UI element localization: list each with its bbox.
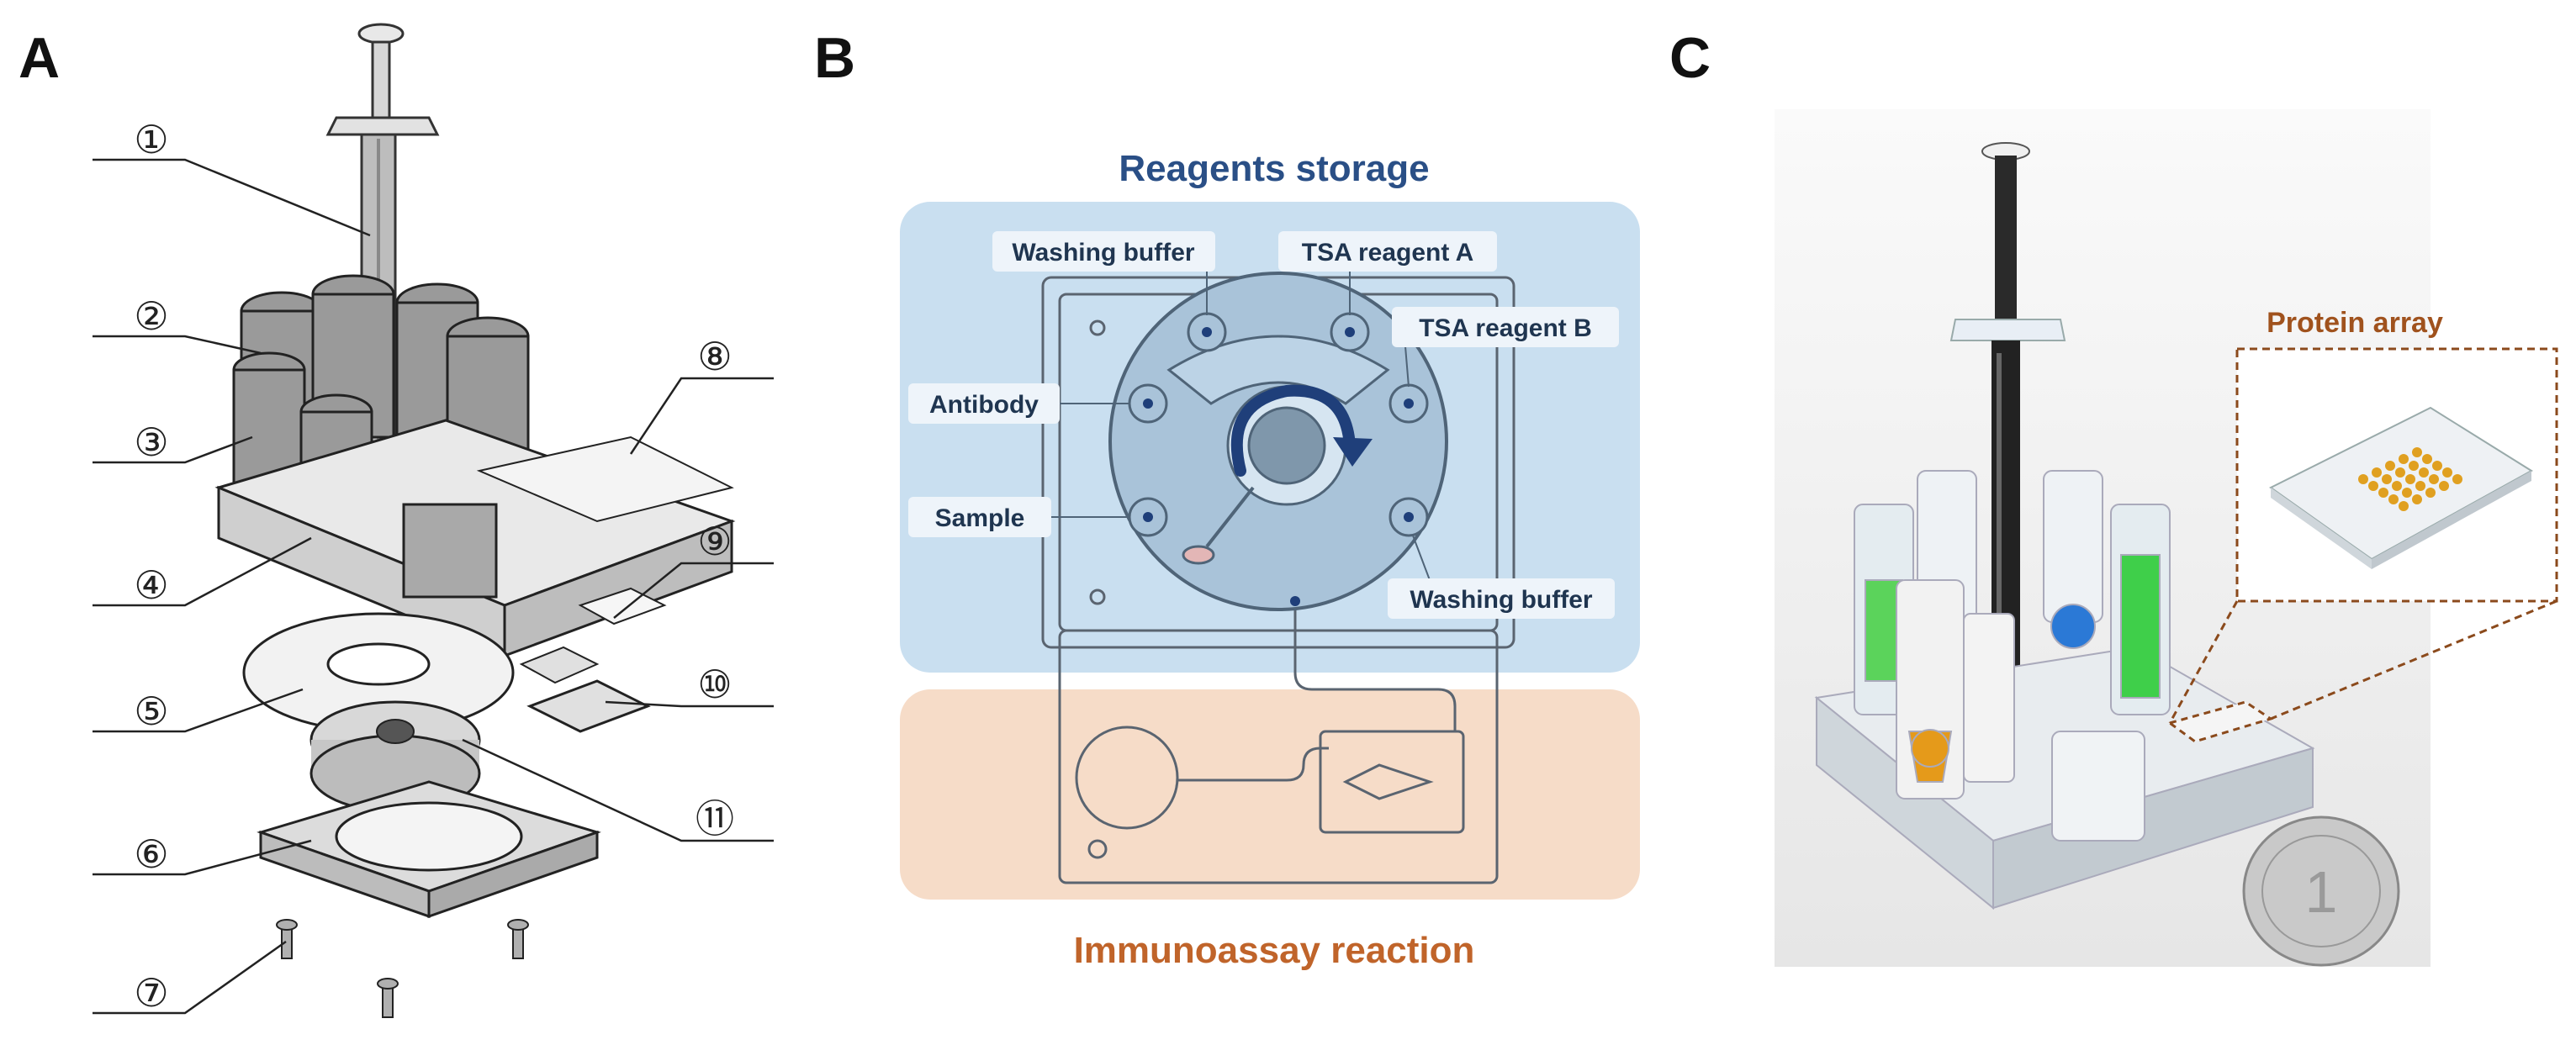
device-photo: 1 Protein array bbox=[1775, 109, 2558, 967]
immunoassay-reaction-region bbox=[900, 689, 1640, 900]
screws bbox=[276, 919, 529, 1018]
panel-letter-c: C bbox=[1669, 26, 1711, 90]
label-washing-buffer-bottom-text: Washing buffer bbox=[1410, 586, 1593, 614]
callout-3: ③ bbox=[134, 420, 168, 464]
callout-6: ⑥ bbox=[134, 832, 168, 876]
exploded-view-drawing: ① ② ③ ④ ⑤ ⑥ ⑦ ⑧ ⑨ ⑩ ⑪ bbox=[93, 23, 774, 1018]
callout-2: ② bbox=[134, 294, 168, 338]
callout-4: ④ bbox=[134, 563, 168, 607]
label-antibody-text: Antibody bbox=[929, 391, 1039, 419]
callout-11: ⑪ bbox=[696, 797, 734, 841]
callout-leader-lines bbox=[93, 158, 774, 1015]
callout-1: ① bbox=[134, 118, 168, 161]
reagents-storage-title: Reagents storage bbox=[1119, 148, 1429, 189]
label-sample-text: Sample bbox=[935, 504, 1025, 532]
inset-connector-top bbox=[2168, 600, 2239, 724]
label-washing-buffer-top-text: Washing buffer bbox=[1012, 239, 1195, 267]
label-tsa-b-text: TSA reagent B bbox=[1419, 314, 1592, 342]
rotation-arrowhead-icon bbox=[1333, 437, 1373, 467]
base-plate bbox=[257, 780, 601, 919]
slide-piece-b bbox=[526, 679, 651, 733]
label-tsa-a-text: TSA reagent A bbox=[1302, 239, 1473, 267]
photo-syringe bbox=[1949, 142, 2066, 736]
chip-schematic: Reagents storage bbox=[900, 148, 1640, 971]
rotation-arrow-icon bbox=[1230, 384, 1356, 477]
rotary-valve-disc bbox=[1108, 272, 1448, 611]
callout-10: ⑩ bbox=[697, 662, 732, 706]
slide-piece-c bbox=[578, 587, 667, 625]
photo-coin: 1 bbox=[2242, 815, 2400, 967]
gasket-disc bbox=[242, 612, 515, 733]
label-antibody: Antibody bbox=[908, 383, 1060, 424]
chip-hole-top bbox=[1089, 319, 1106, 336]
callout-8: ⑧ bbox=[697, 335, 732, 378]
panel-letter-b: B bbox=[814, 26, 856, 90]
callout-9: ⑨ bbox=[697, 520, 732, 563]
chip-hole-lower bbox=[1087, 839, 1108, 859]
slide-piece-a bbox=[519, 646, 600, 684]
callout-7: ⑦ bbox=[134, 971, 168, 1015]
label-tsa-a: TSA reagent A bbox=[1278, 231, 1497, 272]
photo-tubes bbox=[1854, 470, 2171, 842]
callout-5: ⑤ bbox=[134, 689, 168, 733]
protein-array-label: Protein array bbox=[2267, 307, 2443, 339]
label-tsa-b: TSA reagent B bbox=[1392, 307, 1619, 347]
label-washing-buffer-bottom: Washing buffer bbox=[1388, 578, 1615, 619]
svg-text:1: 1 bbox=[2305, 859, 2338, 925]
chip-body bbox=[214, 419, 736, 658]
label-sample: Sample bbox=[908, 497, 1051, 537]
port-dots bbox=[1143, 327, 1414, 606]
chip-hole-middle bbox=[1089, 588, 1106, 605]
panel-letter-a: A bbox=[19, 26, 61, 90]
inset-connector-bottom bbox=[2270, 599, 2557, 720]
label-washing-buffer-top: Washing buffer bbox=[992, 231, 1215, 272]
immunoassay-reaction-title: Immunoassay reaction bbox=[1074, 930, 1475, 971]
protein-array-spots bbox=[2358, 447, 2462, 511]
